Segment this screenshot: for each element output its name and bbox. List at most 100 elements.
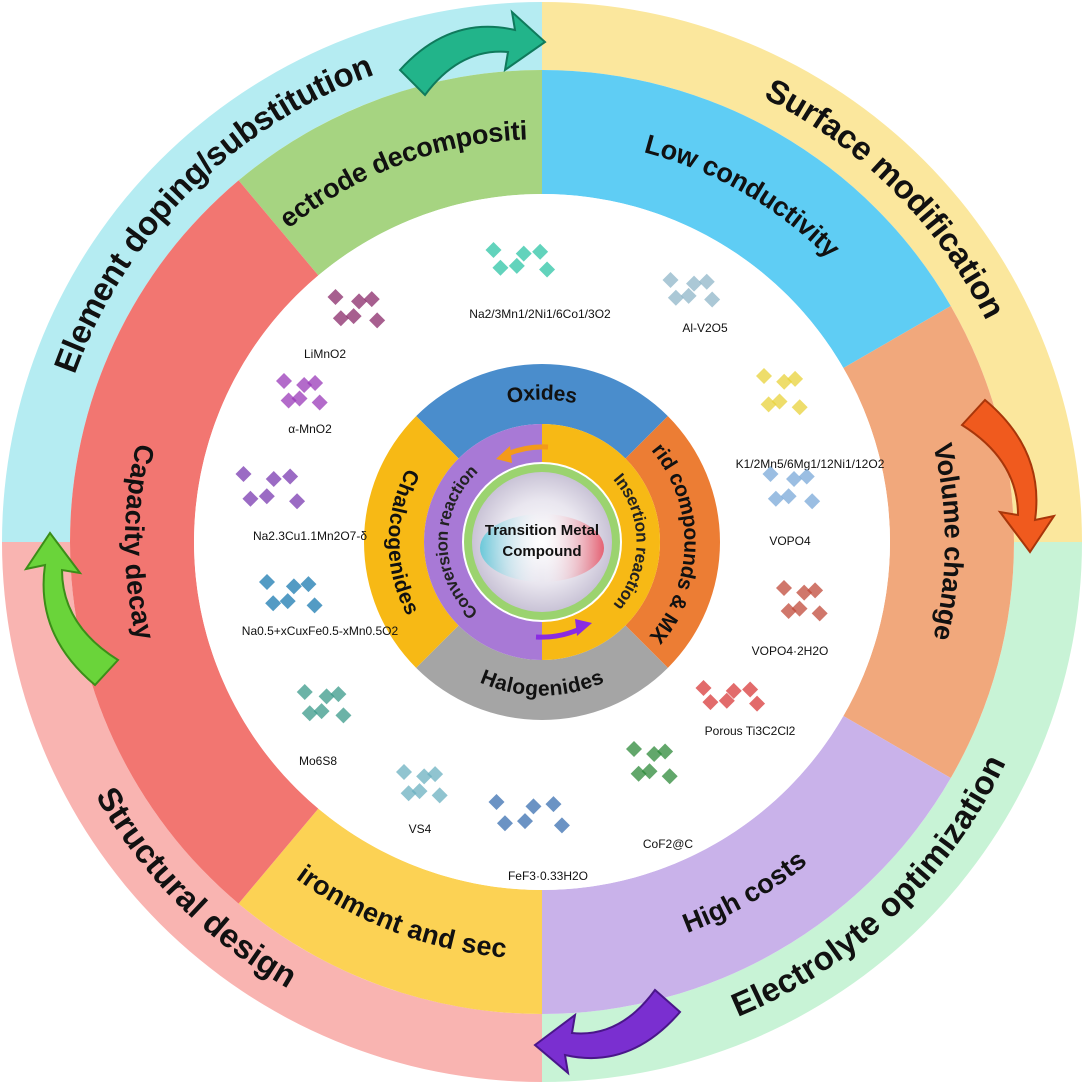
category-oxides-segment bbox=[416, 364, 668, 459]
structure-polyhedron bbox=[492, 259, 509, 276]
structure-polyhedron bbox=[545, 796, 562, 813]
crystal-structure-icon bbox=[756, 368, 808, 416]
structure-polyhedron bbox=[686, 275, 703, 292]
material-label: Na2.3Cu1.1Mn2O7-δ bbox=[253, 529, 367, 543]
structure-polyhedron bbox=[307, 374, 324, 391]
structure-polyhedron bbox=[369, 312, 386, 329]
material-label: Na2/3Mn1/2Ni1/6Co1/3O2 bbox=[469, 307, 611, 321]
structure-polyhedron bbox=[742, 681, 759, 698]
material-label: K1/2Mn5/6Mg1/12Ni1/12O2 bbox=[736, 457, 885, 471]
structure-polyhedron bbox=[749, 695, 766, 712]
structure-polyhedron bbox=[516, 813, 533, 830]
structure-thumbnails bbox=[235, 242, 828, 834]
structure-polyhedron bbox=[265, 595, 282, 612]
structure-polyhedron bbox=[242, 490, 259, 507]
structure-polyhedron bbox=[363, 291, 380, 308]
structure-polyhedron bbox=[289, 493, 306, 510]
crystal-structure-icon bbox=[488, 794, 570, 834]
reaction-insertion-segment bbox=[542, 424, 660, 660]
structure-polyhedron bbox=[756, 368, 772, 384]
crystal-structure-icon bbox=[485, 242, 556, 278]
structure-polyhedron bbox=[791, 399, 808, 416]
structure-polyhedron bbox=[431, 787, 448, 804]
challenge-environment-security-segment bbox=[238, 808, 542, 1014]
insertion-arrowhead-icon bbox=[496, 446, 512, 463]
cycle-arrow-top-icon bbox=[398, 9, 547, 97]
strategy-electrolyte-optimization-segment bbox=[542, 542, 1082, 1082]
crystal-structure-icon bbox=[776, 580, 828, 622]
structure-polyhedron bbox=[776, 580, 792, 596]
category-halogenides-segment bbox=[416, 625, 668, 720]
structure-polyhedron bbox=[695, 680, 712, 696]
structure-polyhedron bbox=[332, 310, 349, 327]
crystal-structure-icon bbox=[327, 289, 386, 329]
material-label: Na0.5+xCuxFe0.5-xMn0.5O2 bbox=[242, 624, 399, 638]
material-label: VS4 bbox=[409, 822, 432, 836]
structure-polyhedron bbox=[400, 785, 417, 802]
material-label: VOPO4·2H2O bbox=[752, 644, 829, 658]
challenge-capacity-decay-segment bbox=[69, 180, 319, 904]
structure-polyhedron bbox=[306, 597, 323, 614]
structure-polyhedron bbox=[335, 707, 352, 724]
material-label: FeF3·0.33H2O bbox=[508, 869, 588, 883]
structure-polyhedron bbox=[301, 705, 318, 722]
structure-polyhedron bbox=[771, 393, 788, 410]
structure-polyhedron bbox=[318, 688, 335, 705]
material-label: CoF2@C bbox=[643, 837, 694, 851]
structure-polyhedron bbox=[396, 764, 412, 780]
cycle-arrow-bottom-icon bbox=[533, 988, 682, 1076]
conversion-arrowhead-icon bbox=[575, 619, 592, 636]
structure-polyhedron bbox=[680, 287, 697, 304]
structure-polyhedron bbox=[285, 578, 302, 595]
structure-polyhedron bbox=[532, 243, 549, 260]
crystal-structure-icon bbox=[235, 466, 306, 510]
structure-polyhedron bbox=[786, 471, 803, 488]
material-label: Porous Ti3C2Cl2 bbox=[705, 724, 796, 738]
material-label: Al-V2O5 bbox=[682, 321, 728, 335]
cycle-arrow-left-icon bbox=[23, 531, 120, 687]
structure-polyhedron bbox=[780, 488, 797, 505]
structure-polyhedron bbox=[279, 593, 296, 610]
crystal-structure-icon bbox=[695, 680, 766, 712]
strategy-element-doping-segment bbox=[2, 2, 542, 542]
structure-polyhedron bbox=[280, 392, 297, 409]
structure-polyhedron bbox=[796, 584, 813, 601]
structure-polyhedron bbox=[657, 743, 674, 760]
structure-polyhedron bbox=[300, 576, 317, 593]
structure-polyhedron bbox=[515, 245, 532, 262]
structure-polyhedron bbox=[798, 468, 815, 485]
structure-polyhedron bbox=[416, 768, 433, 785]
structure-polyhedron bbox=[259, 574, 275, 590]
category-hybrid-mxene-segment bbox=[625, 416, 720, 668]
structure-polyhedron bbox=[276, 373, 292, 389]
category-oxides-label: Oxides bbox=[505, 381, 579, 408]
structure-polyhedron bbox=[327, 289, 344, 305]
structure-polyhedron bbox=[811, 605, 828, 622]
structure-polyhedron bbox=[311, 394, 328, 411]
structure-polyhedron bbox=[411, 783, 428, 800]
structure-polyhedron bbox=[235, 466, 252, 482]
structure-polyhedron bbox=[698, 273, 715, 290]
core-glow bbox=[480, 514, 604, 582]
structure-polyhedron bbox=[330, 686, 347, 703]
crystal-structure-icon bbox=[662, 272, 721, 308]
structure-polyhedron bbox=[265, 471, 282, 488]
cycle-arrow-right-icon bbox=[960, 398, 1057, 554]
structure-polyhedron bbox=[553, 817, 570, 834]
structure-polyhedron bbox=[804, 493, 821, 510]
structure-polyhedron bbox=[767, 490, 784, 507]
structure-polyhedron bbox=[776, 373, 793, 390]
structure-polyhedron bbox=[626, 741, 642, 757]
material-label: LiMnO2 bbox=[304, 347, 346, 361]
structure-polyhedron bbox=[667, 289, 684, 306]
crystal-structure-icon bbox=[626, 741, 678, 785]
structure-polyhedron bbox=[780, 603, 797, 620]
crystal-structure-icon bbox=[276, 373, 328, 411]
structure-polyhedron bbox=[791, 600, 808, 617]
structure-polyhedron bbox=[641, 763, 658, 780]
challenge-electrode-decomposition-segment bbox=[238, 70, 542, 276]
category-chalcogenides-segment bbox=[364, 416, 459, 668]
structure-polyhedron bbox=[630, 765, 647, 782]
structure-polyhedron bbox=[807, 582, 824, 599]
